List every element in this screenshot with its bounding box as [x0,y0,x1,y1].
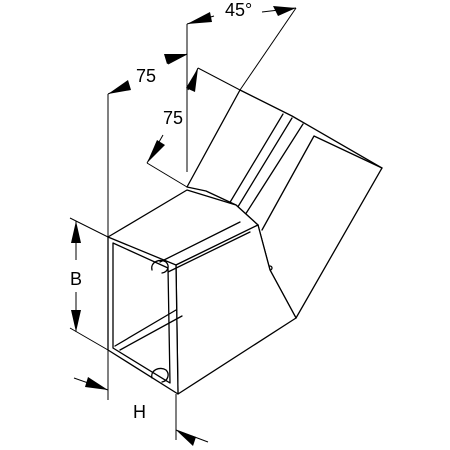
angle-arrow-right [273,6,296,16]
width-top-label: 75 [136,66,156,86]
upper-groove-line-4 [261,135,383,231]
b-dimension: B [69,217,109,351]
front-opening-frame [107,236,179,395]
upper-groove-line-1 [225,113,284,210]
height-extension-bottom [146,162,188,188]
b-label: B [70,269,82,289]
height-top-label: 75 [163,108,183,128]
h-arrow-right [176,430,196,446]
h-arrow-left [85,377,108,390]
height-top-dimension: 75 [146,67,241,188]
h-dimension: H [73,350,209,446]
angle-label: 45° [225,0,252,20]
height-extension-top [197,67,241,91]
h-label: H [133,402,146,422]
front-opening-inner [112,242,171,384]
width-arrow-right [164,54,187,64]
upper-groove-line-3 [244,123,304,216]
upper-groove-line-2 [235,117,293,211]
inner-ridge-top [159,221,241,263]
inner-ridge-top-2 [167,231,251,273]
angle-extension-line-right [239,7,297,91]
width-arrow-left [108,80,131,94]
top-lip-curl [151,259,169,274]
width-dim-line-right [167,53,188,65]
inner-ridge-bottom-2 [119,315,183,351]
inner-ridge-bottom [114,309,177,347]
angle-dimension: 45° [186,0,297,172]
b-arrow-bottom [71,310,81,332]
angle-arrow-left [187,12,212,24]
width-top-dimension: 75 [107,53,188,237]
b-arrow-top [71,221,81,243]
height-arrow-top [186,68,198,92]
elbow-body [107,89,383,395]
height-arrow-bottom [147,140,165,163]
bottom-lip-curl [151,367,169,383]
